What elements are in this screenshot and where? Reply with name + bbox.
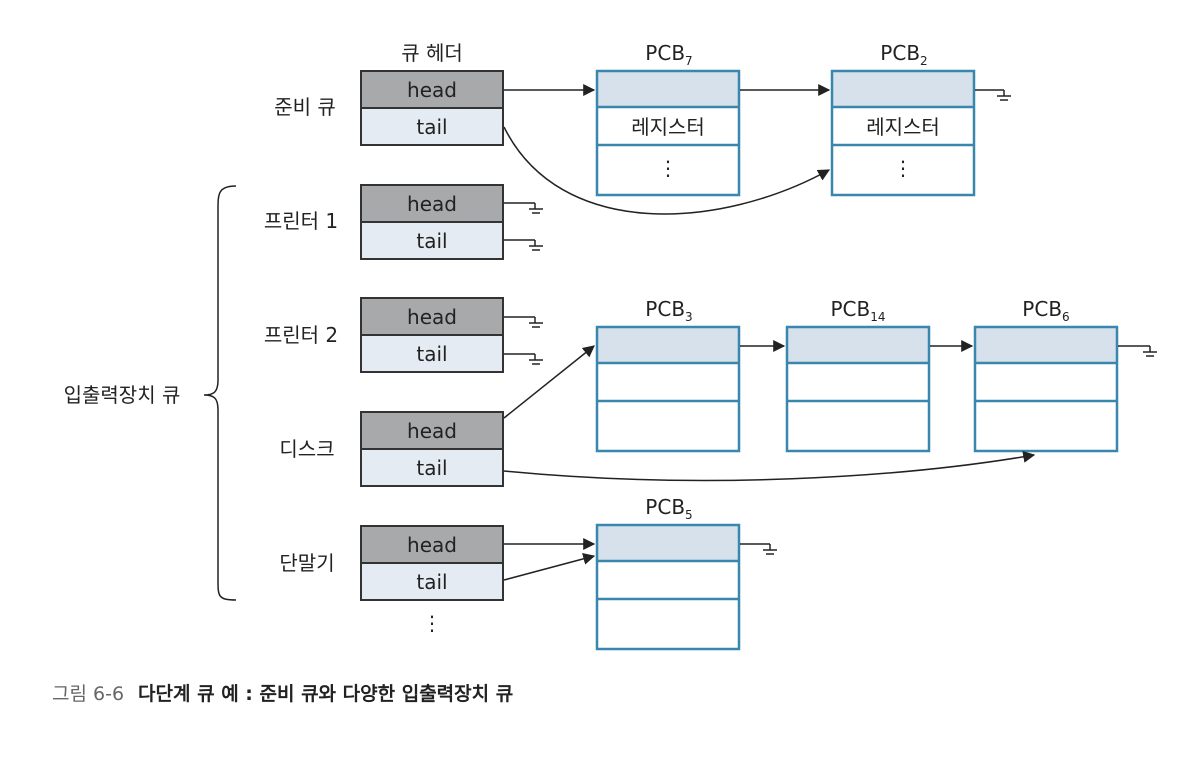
ready-head-cell: head: [407, 78, 457, 102]
ready-tail-cell: tail: [416, 115, 447, 139]
pcb-3-title: PCB3: [645, 297, 692, 324]
printer2-tail-null-icon: [504, 353, 543, 365]
printer2-head-cell: head: [407, 305, 457, 329]
printer2-queue-header: head tail: [360, 297, 504, 373]
ready-tail-to-pcb2-arrow: [503, 126, 831, 215]
ready-queue-header: head tail: [360, 70, 504, 146]
pcb-7-box: 레지스터 ⋮: [595, 69, 741, 197]
printer2-head-null-icon: [504, 316, 543, 328]
printer2-label: 프린터 2: [264, 323, 338, 347]
pcb-7-dots: ⋮: [658, 156, 678, 180]
printer1-tail-cell: tail: [416, 229, 447, 253]
pcb-14-title: PCB14: [830, 297, 885, 324]
io-queue-brace: [203, 185, 237, 601]
pcb-6-box: [973, 325, 1119, 453]
terminal-tail-cell: tail: [416, 570, 447, 594]
queue-header-title: 큐 헤더: [401, 41, 463, 65]
disk-queue-header: head tail: [360, 411, 504, 487]
pcb-7-title: PCB7: [645, 41, 692, 68]
terminal-tail-to-pcb5-arrow: [503, 552, 596, 581]
printer1-tail-null-icon: [504, 239, 543, 251]
figure-caption: 그림 6-6 다단계 큐 예 : 준비 큐와 다양한 입출력장치 큐: [52, 683, 513, 705]
figure-title: 다단계 큐 예 : 준비 큐와 다양한 입출력장치 큐: [138, 683, 513, 705]
printer1-head-null-icon: [504, 202, 543, 214]
disk-head-cell: head: [407, 419, 457, 443]
io-queue-group-label: 입출력장치 큐: [64, 383, 181, 407]
pcb2-null-ground-icon: [975, 89, 1011, 101]
ready-queue-label: 준비 큐: [274, 95, 336, 119]
pcb-6-title: PCB6: [1022, 297, 1069, 324]
disk-tail-cell: tail: [416, 456, 447, 480]
pcb-2-dots: ⋮: [893, 156, 913, 180]
pcb5-null-ground-icon: [740, 543, 777, 555]
pcb-5-title: PCB5: [645, 495, 692, 522]
printer1-head-cell: head: [407, 192, 457, 216]
pcb-2-title: PCB2: [880, 41, 927, 68]
pcb-5-box: [595, 523, 741, 651]
figure-number: 그림 6-6: [52, 683, 124, 705]
disk-tail-to-pcb6-arrow: [503, 450, 1036, 482]
disk-label: 디스크: [279, 437, 334, 461]
printer1-queue-header: head tail: [360, 184, 504, 260]
printer1-label: 프린터 1: [264, 209, 338, 233]
printer2-tail-cell: tail: [416, 342, 447, 366]
terminal-queue-header: head tail: [360, 525, 504, 601]
pcb-3-box: [595, 325, 741, 453]
terminal-head-cell: head: [407, 533, 457, 557]
pcb-7-register: 레지스터: [631, 115, 705, 139]
pcb-2-register: 레지스터: [866, 115, 940, 139]
terminal-label: 단말기: [279, 551, 334, 575]
disk-head-to-pcb3-arrow: [503, 345, 595, 419]
pcb-14-box: [785, 325, 931, 453]
pcb6-null-ground-icon: [1118, 345, 1157, 357]
pcb-2-box: 레지스터 ⋮: [830, 69, 976, 197]
more-queues-dots: ⋮: [422, 611, 442, 635]
